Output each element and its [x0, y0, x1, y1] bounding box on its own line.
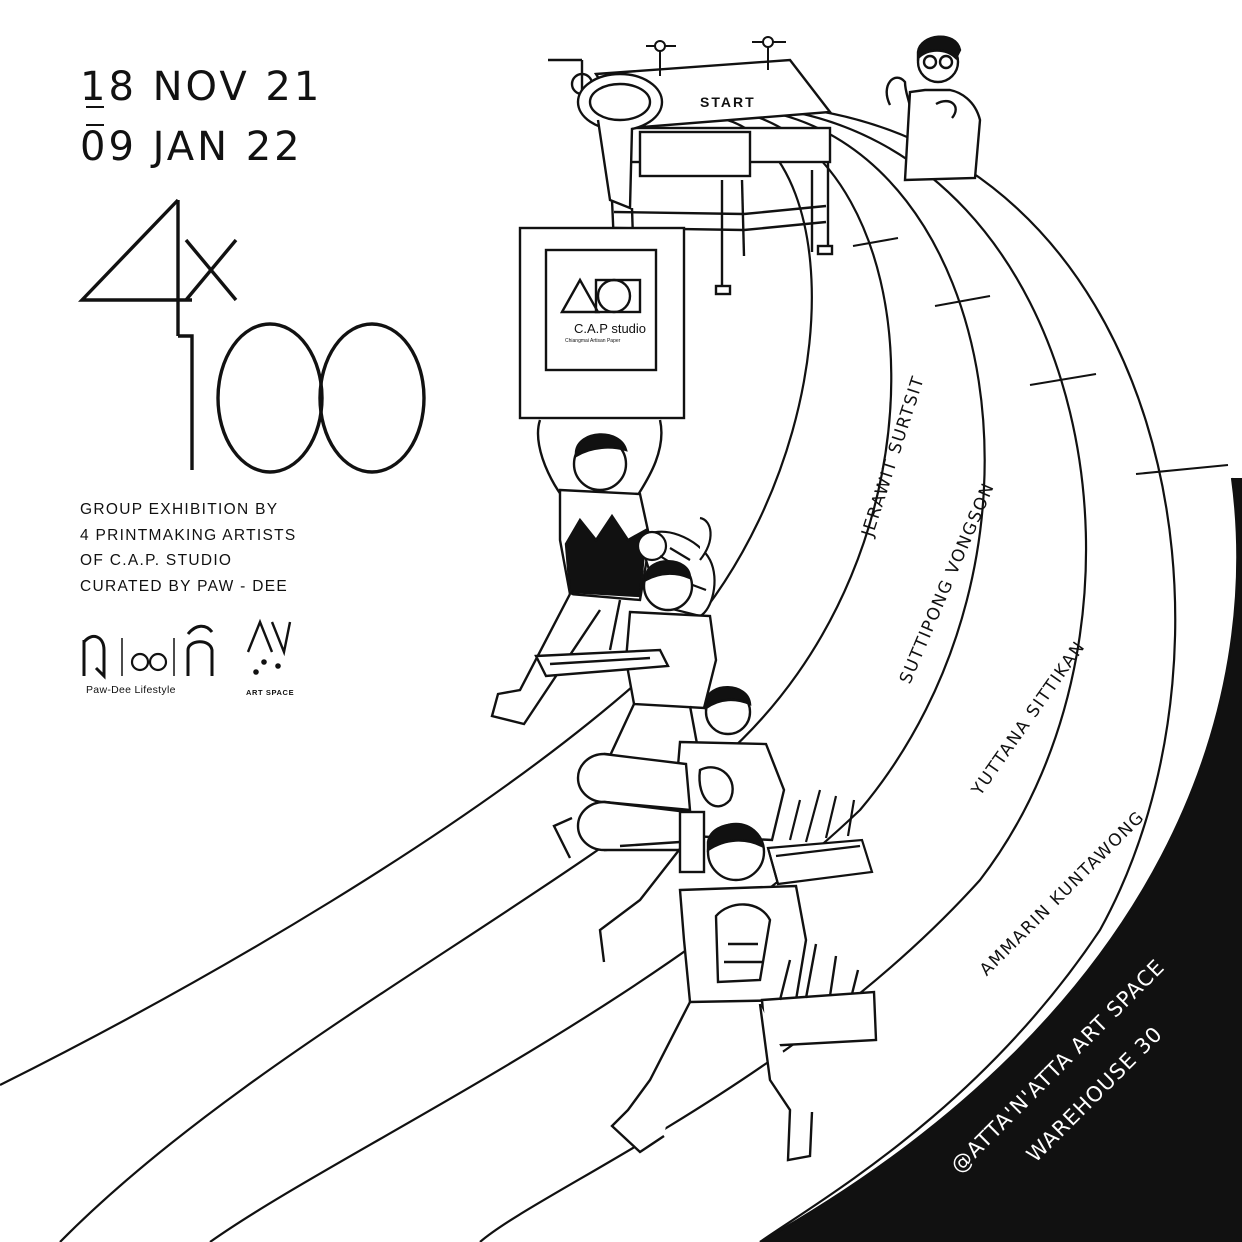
description-line: CURATED BY PAW - DEE	[80, 577, 289, 595]
description-line: OF C.A.P. STUDIO	[80, 552, 233, 569]
pawdee-logo	[82, 624, 214, 680]
date-dash-bottom	[86, 124, 104, 126]
press-start-label: START	[700, 94, 756, 110]
artspace-logo	[246, 618, 292, 675]
runner-carrying-roll-icon	[552, 686, 786, 963]
track-lines	[0, 104, 1239, 1242]
pawdee-logo-label: Paw-Dee Lifestyle	[86, 684, 176, 696]
runner-carrying-tray-icon	[534, 560, 718, 791]
start-date: 18 NOV 21	[80, 64, 323, 110]
lane-dividers	[852, 237, 1229, 475]
person-ok-gesture-icon	[885, 35, 982, 182]
cap-studio-name: C.A.P studio	[574, 321, 647, 336]
runner-carrying-paint-box-icon	[610, 810, 878, 1162]
toolbox-icon	[766, 789, 874, 886]
description-line: GROUP EXHIBITION BY	[80, 501, 279, 518]
artspace-logo-label: ART SPACE	[246, 688, 295, 697]
cap-studio-subtitle: Chiangmai Artisan Paper	[565, 338, 621, 344]
cap-frame-icon	[518, 226, 686, 420]
end-date: 09 JAN 22	[80, 124, 303, 170]
title-mark	[78, 198, 426, 474]
description-line: 4 PRINTMAKING ARTISTS	[80, 526, 297, 544]
exhibition-description: GROUP EXHIBITION BY 4 PRINTMAKING ARTIST…	[80, 497, 340, 599]
track-lane-black	[760, 478, 1242, 1242]
date-dash-top	[86, 106, 104, 108]
